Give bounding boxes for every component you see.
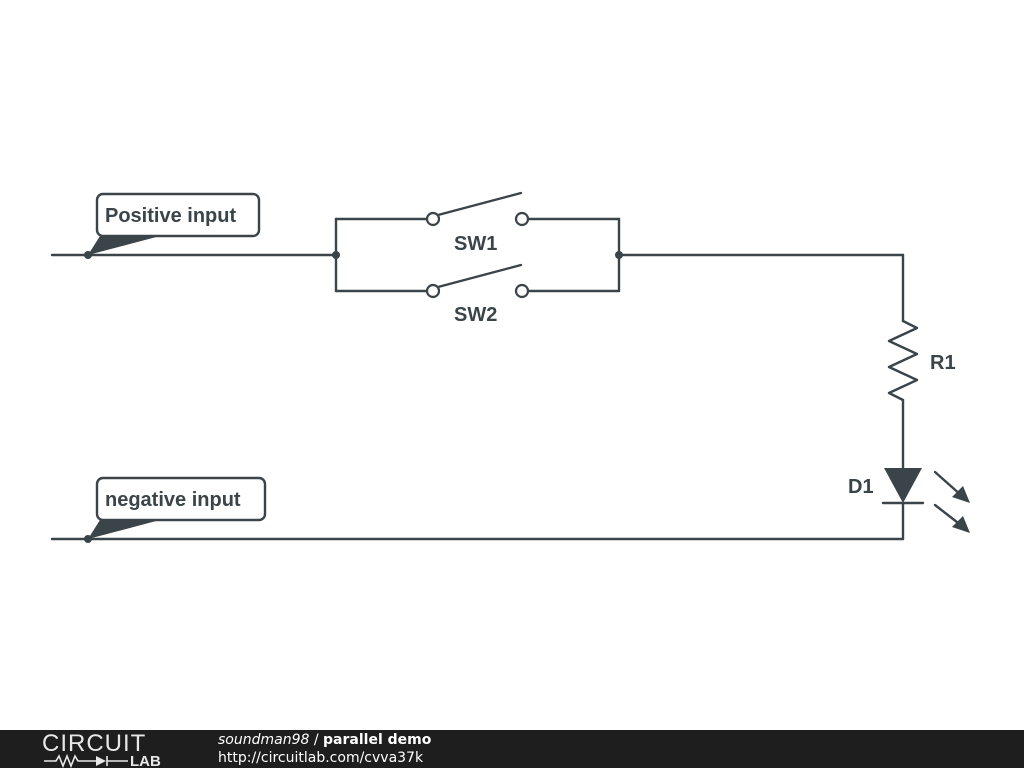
positive-input-text: Positive input xyxy=(105,205,236,227)
junction-left xyxy=(332,251,340,259)
logo-circuit-text: CIRCUIT xyxy=(42,730,146,757)
credits-line: soundman98 / parallel demo xyxy=(218,731,431,749)
switch-sw2: SW2 xyxy=(334,263,621,326)
schematic-canvas: Positive input SW1 SW2 R1 xyxy=(50,191,970,543)
switch-sw1: SW1 xyxy=(334,191,621,255)
light-emission-icon xyxy=(933,470,970,533)
junction-right xyxy=(615,251,623,259)
footer-bar: CIRCUIT LAB soundman98 / parallel demo h… xyxy=(0,730,1024,768)
r1-label: R1 xyxy=(930,352,956,374)
circuit-url[interactable]: http://circuitlab.com/cvva37k xyxy=(218,750,424,766)
negative-input-text: negative input xyxy=(105,489,241,511)
circuit-title[interactable]: parallel demo xyxy=(323,732,432,748)
resistor-r1: R1 xyxy=(887,253,956,470)
negative-input-label: negative input xyxy=(88,476,267,539)
positive-input-label: Positive input xyxy=(88,192,261,255)
d1-label: D1 xyxy=(848,476,874,498)
sw1-label: SW1 xyxy=(454,233,497,255)
switch-block: SW1 SW2 xyxy=(332,191,623,326)
author-link[interactable]: soundman98 xyxy=(218,732,310,748)
sw2-label: SW2 xyxy=(454,304,497,326)
led-d1: D1 xyxy=(848,468,970,541)
credits: soundman98 / parallel demo http://circui… xyxy=(218,731,431,767)
negative-rail xyxy=(50,535,905,543)
logo-lab-text: LAB xyxy=(130,753,161,768)
circuitlab-logo: CIRCUIT LAB xyxy=(42,730,161,768)
separator: / xyxy=(309,732,324,748)
